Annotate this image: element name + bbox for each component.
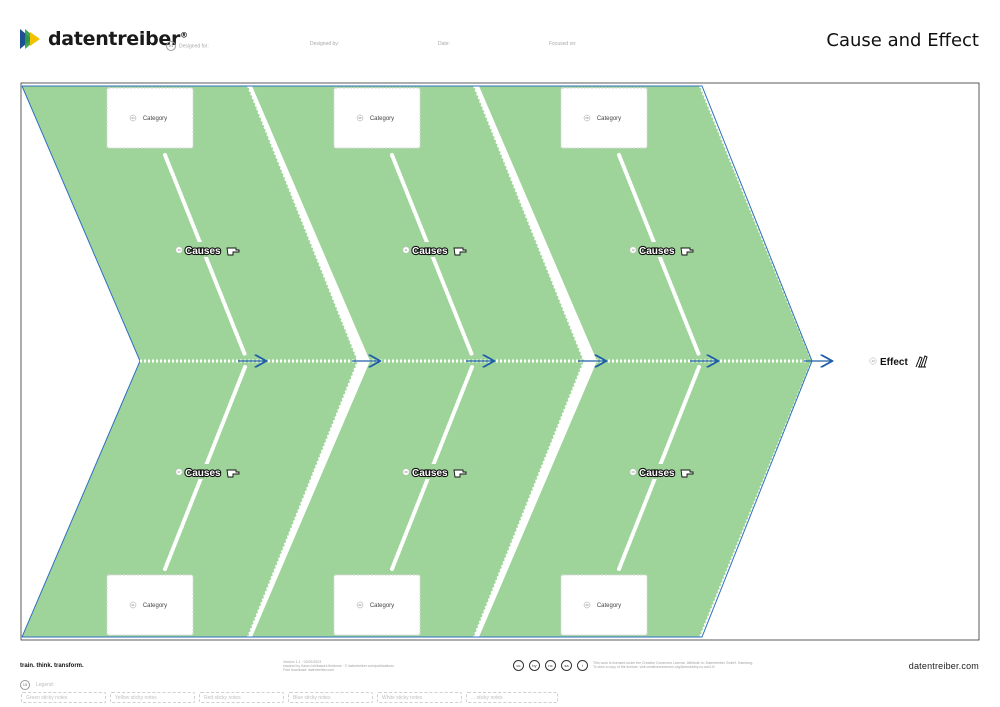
category-box [560, 574, 648, 636]
category-number-badge [129, 114, 137, 122]
hand-shape [453, 247, 467, 256]
datentreiber-logo: datentreiber® [20, 28, 188, 50]
legend-white-sticky[interactable]: White sticky notes [377, 692, 462, 703]
pointing-hand-icon [226, 469, 240, 478]
pointing-hand-icon [453, 469, 467, 478]
category-number: 02 [358, 603, 362, 607]
category-number: 06 [585, 116, 589, 120]
category-number-badge [356, 114, 364, 122]
footer-license-text: This work is licensed under the Creative… [593, 661, 754, 669]
category-number: 03 [585, 603, 589, 607]
hand-shape [226, 247, 240, 256]
category-label: Category [370, 603, 394, 609]
footer-version: Version 1.1 · 02/02/2023 Inspired by Kao… [283, 660, 394, 672]
footer-tagline: train. think. transform. [20, 663, 84, 669]
legend-blue-sticky[interactable]: Blue sticky notes [288, 692, 373, 703]
legend-other-sticky[interactable]: ... sticky notes [466, 692, 558, 703]
category-number-badge [583, 601, 591, 609]
cause-label: Causes [412, 468, 448, 479]
cause-number: 12 [631, 248, 635, 252]
category-label: Category [370, 116, 394, 122]
pointing-hand-icon [453, 247, 467, 256]
hands-up-icon [915, 355, 928, 368]
category-number-badge [129, 601, 137, 609]
logo-text: datentreiber® [48, 28, 188, 50]
category-box [333, 574, 421, 636]
meta-designed-by[interactable]: Designed by: [310, 41, 340, 47]
pointing-hand-icon [226, 247, 240, 256]
footer-website[interactable]: datentreiber.com [908, 661, 979, 671]
cause-number: 11 [405, 248, 408, 252]
legend-yellow-sticky[interactable]: Yellow sticky notes [110, 692, 195, 703]
legend-red-sticky[interactable]: Red sticky notes [199, 692, 284, 703]
category-box [560, 87, 648, 149]
hand-shape [226, 469, 240, 478]
category-box [106, 574, 194, 636]
attribution-icon: by [529, 660, 540, 671]
category-number-badge [583, 114, 591, 122]
category-number: 05 [358, 116, 362, 120]
cause-number: 10 [177, 248, 181, 252]
category-box [106, 87, 194, 149]
hand-shape [680, 469, 694, 478]
cause-label: Causes [185, 468, 221, 479]
category-label: Category [143, 116, 167, 122]
cause-number-badge [175, 468, 183, 476]
hands-shape [915, 355, 928, 368]
page-title: Cause and Effect [826, 30, 979, 51]
cause-number-badge [402, 468, 410, 476]
meta-focused-on[interactable]: Focused on: [549, 41, 577, 47]
pointing-hand-icon [680, 469, 694, 478]
cause-number-badge [402, 246, 410, 254]
cc-license-icon: cc [513, 660, 524, 671]
info-icon: i [577, 660, 588, 671]
meta-date[interactable]: Date: [438, 41, 450, 47]
cause-number: 07 [177, 470, 181, 474]
effect-number-badge [869, 357, 877, 365]
cause-label: Causes [185, 246, 221, 257]
cause-label: Causes [639, 468, 675, 479]
noncommercial-icon: nc [545, 660, 556, 671]
category-number: 04 [131, 116, 135, 120]
hand-shape [453, 469, 467, 478]
cause-number: 09 [631, 470, 635, 474]
category-label: Category [143, 603, 167, 609]
cause-number-badge [175, 246, 183, 254]
effect-number: 13 [871, 359, 875, 363]
cause-number-badge [629, 468, 637, 476]
legend-green-sticky[interactable]: Green sticky notes [21, 692, 106, 703]
sharealike-icon: sa [561, 660, 572, 671]
pointing-hand-icon [680, 247, 694, 256]
cause-label: Causes [639, 246, 675, 257]
category-label: Category [597, 603, 621, 609]
category-number: 01 [131, 603, 135, 607]
category-number-badge [356, 601, 364, 609]
cause-number: 08 [404, 470, 408, 474]
hand-shape [680, 247, 694, 256]
cause-number-badge [629, 246, 637, 254]
logo-mark-icon [20, 29, 40, 49]
category-label: Category [597, 116, 621, 122]
category-box [333, 87, 421, 149]
effect-label: Effect [880, 357, 908, 368]
cause-label: Causes [412, 246, 448, 257]
